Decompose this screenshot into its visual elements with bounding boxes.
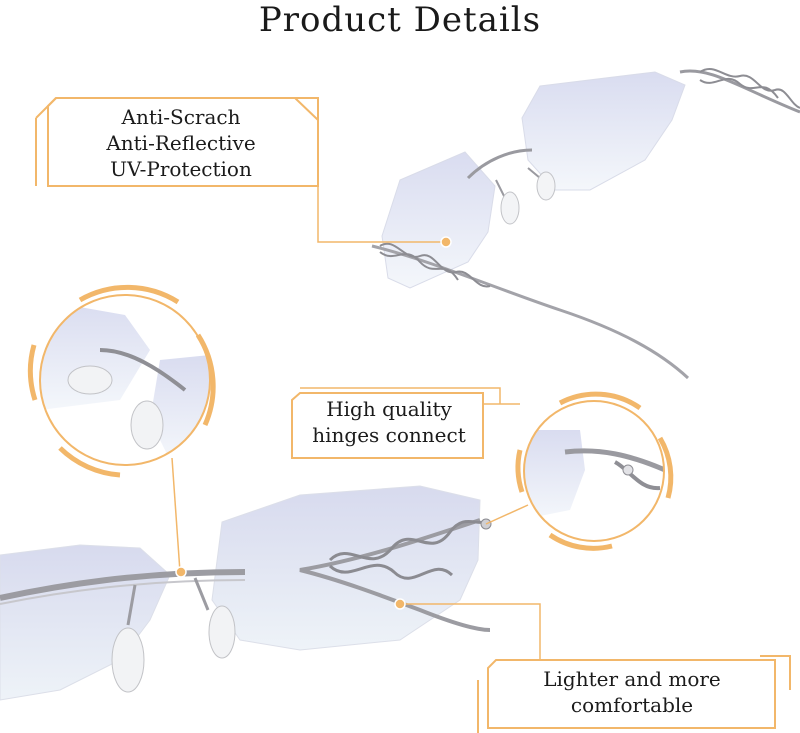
nosepad-detail-circle (27, 284, 216, 578)
nosepad-leader-line (171, 457, 181, 573)
bottom-temple (299, 518, 491, 632)
right-circle-arc-top (558, 391, 642, 411)
top-temple-left-filigree (379, 242, 491, 288)
left-circle-arc-top (78, 284, 180, 305)
bottom-nosepad-arms (126, 577, 210, 626)
hinge-detail-circle (485, 391, 674, 551)
bottom-left-lens (0, 544, 171, 701)
bottom-bridge-inner (0, 579, 246, 605)
right-circle-arc-left (515, 449, 525, 493)
weight-leader-dot (394, 598, 406, 610)
right-circle-arc-right (657, 436, 674, 499)
left-circle-arc-left (27, 344, 38, 401)
top-bridge (466, 148, 533, 180)
hinges-callout-frame (291, 387, 520, 459)
feature-hinges-line2: hinges connect (312, 423, 466, 447)
feature-anti-scratch: Anti-Scrach (121, 105, 241, 129)
bottom-nosepad-left (111, 627, 145, 693)
page-title: Product Details (258, 0, 542, 40)
lens-coatings-callout: Anti-Scrach Anti-Reflective UV-Protectio… (50, 104, 312, 182)
hinges-callout: High quality hinges connect (296, 396, 482, 448)
bottom-nosepad-right (208, 605, 236, 659)
top-temple-left (371, 244, 690, 380)
feature-weight-line1: Lighter and more (543, 667, 721, 691)
weight-callout-frame (394, 598, 791, 733)
top-temple-right (679, 69, 800, 114)
feature-weight-line2: comfortable (570, 693, 694, 717)
top-nosepad-2 (536, 171, 556, 201)
right-circle-arc-bottom (548, 532, 613, 551)
bottom-glasses (0, 485, 492, 701)
bottom-temple-filigree (328, 518, 489, 580)
feature-hinges-line1: High quality (326, 397, 452, 421)
top-right-lens (521, 71, 686, 191)
left-circle-arc-bottom (58, 446, 121, 478)
bottom-bridge (0, 569, 246, 601)
lens-leader-line (317, 186, 445, 243)
nosepad-leader-dot (175, 566, 187, 578)
top-temple-right-filigree (699, 67, 800, 109)
weight-callout: Lighter and more comfortable (494, 666, 770, 718)
feature-anti-reflective: Anti-Reflective (106, 131, 256, 155)
hinge-leader-line (485, 504, 529, 525)
lens-coatings-callout-frame (35, 97, 452, 248)
lens-leader-dot (440, 236, 452, 248)
top-glasses (371, 67, 800, 380)
weight-leader-line (400, 603, 541, 660)
left-circle-arc-right (195, 333, 216, 427)
top-nosepad (500, 191, 520, 225)
feature-uv-protection: UV-Protection (110, 157, 252, 181)
top-nosepad-arm (495, 167, 541, 199)
